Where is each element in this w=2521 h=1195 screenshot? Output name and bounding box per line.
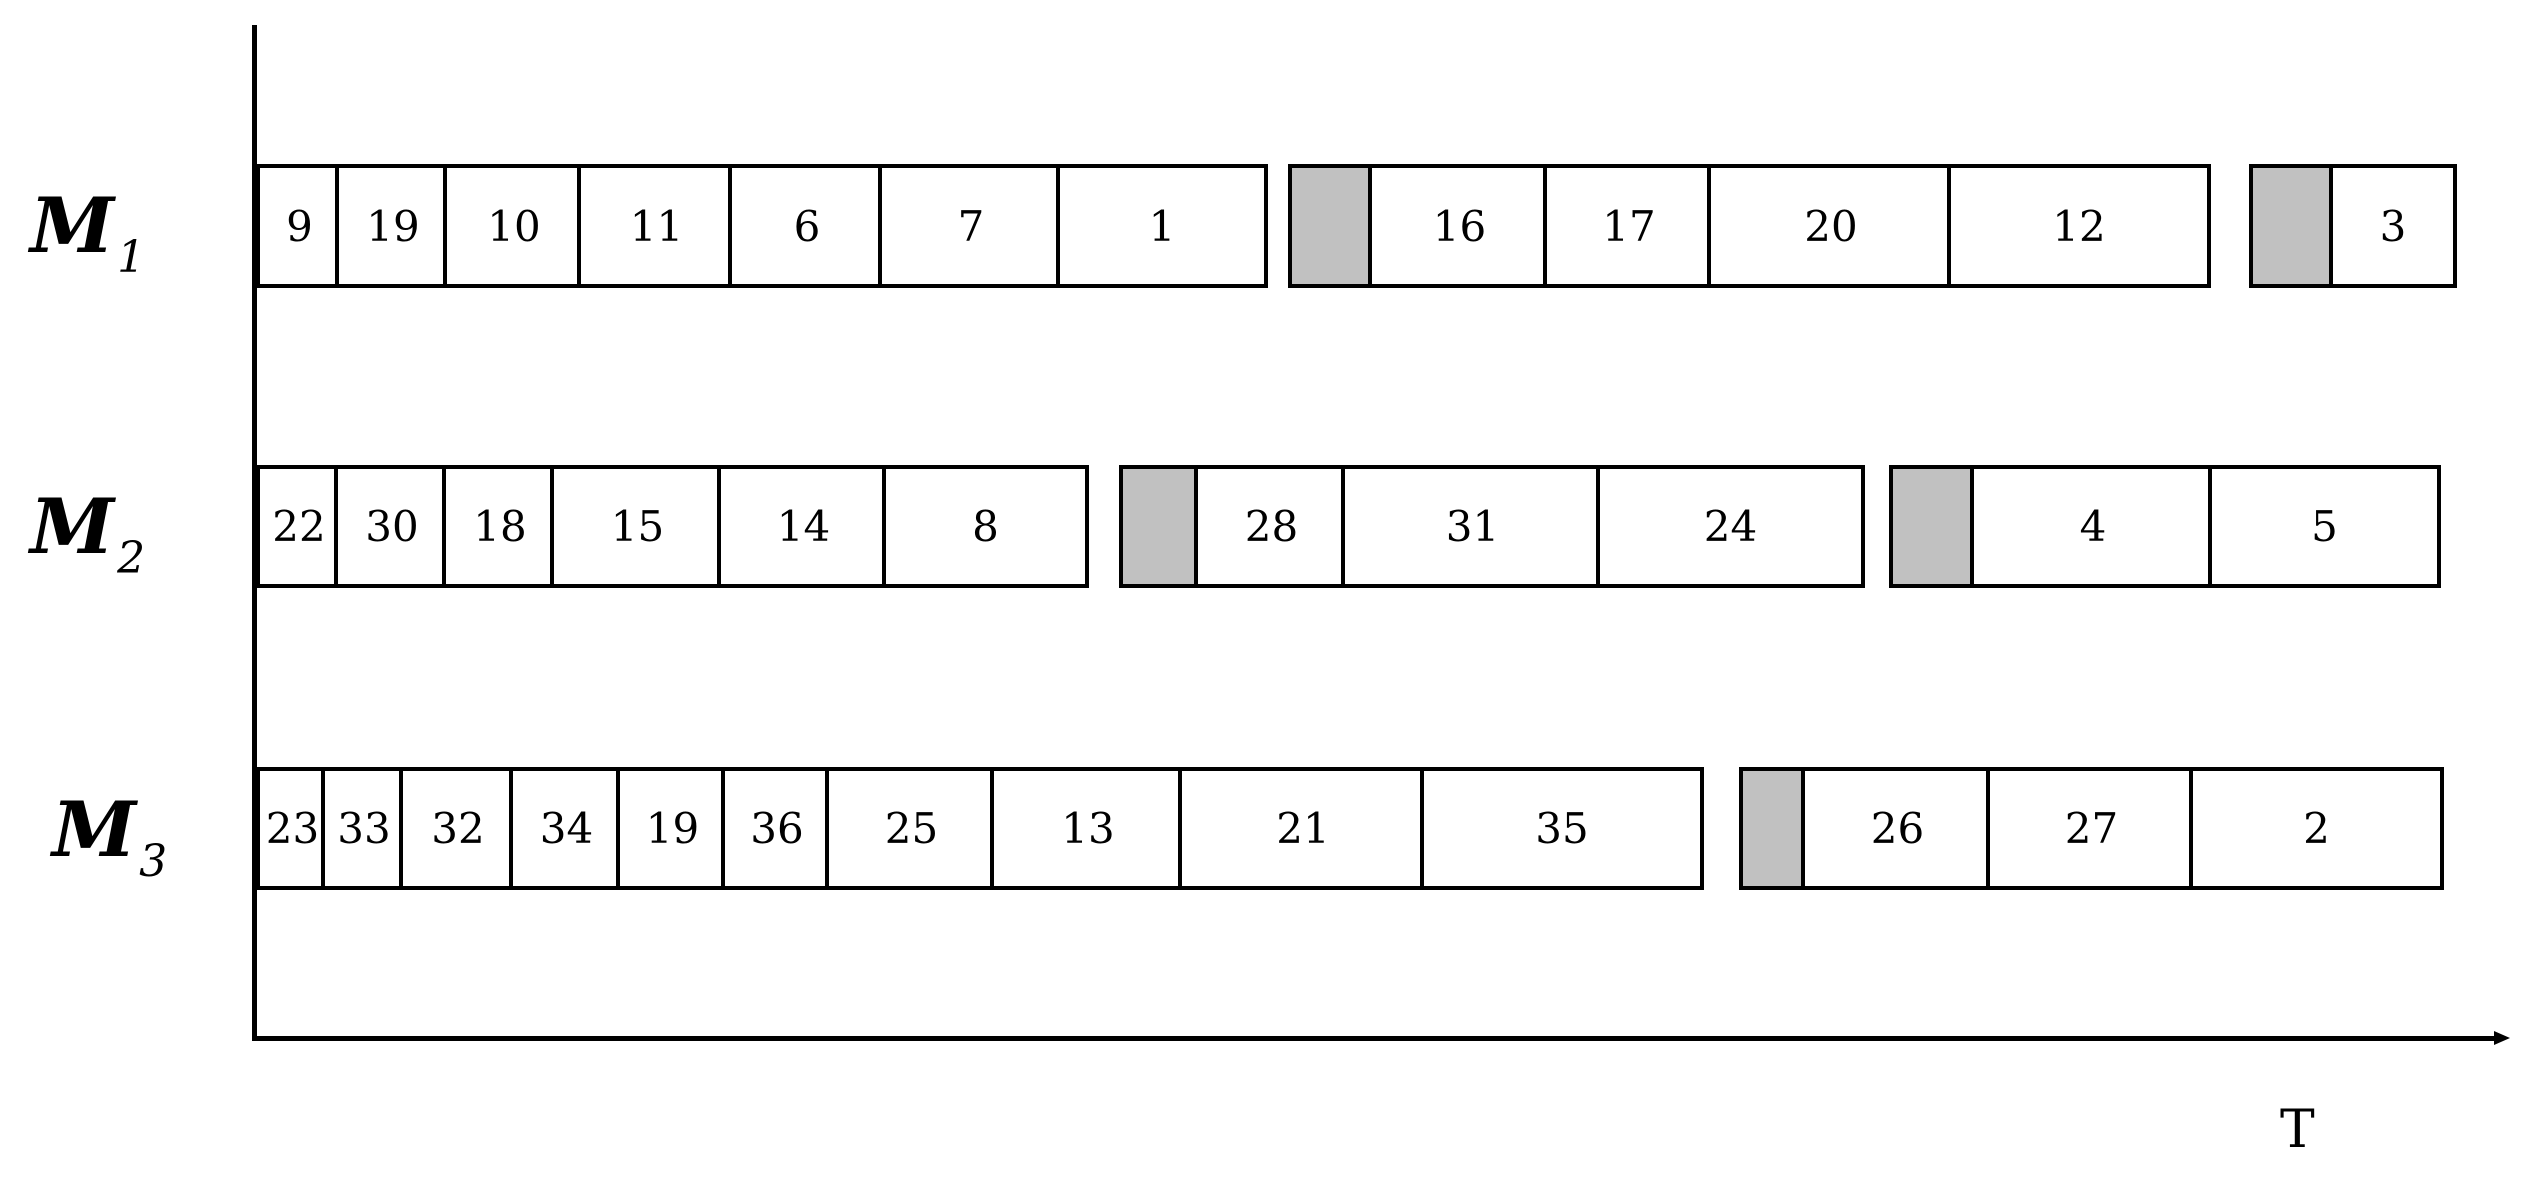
job-block-21: 21 xyxy=(1178,767,1424,890)
time-axis-label: T xyxy=(2280,1100,2315,1160)
job-block-4: 4 xyxy=(1970,465,2212,588)
job-block-34: 34 xyxy=(509,767,620,890)
idle-block xyxy=(1739,767,1805,890)
job-block-20: 20 xyxy=(1707,164,1951,288)
y-axis-line xyxy=(252,25,257,1041)
job-block-6: 6 xyxy=(728,164,882,288)
idle-block xyxy=(1889,465,1974,588)
machine-label-M1: M1 xyxy=(30,181,146,283)
job-block-7: 7 xyxy=(878,164,1060,288)
idle-block xyxy=(1119,465,1198,588)
job-block-16: 16 xyxy=(1368,164,1547,288)
job-block-35: 35 xyxy=(1420,767,1704,890)
job-block-22: 22 xyxy=(256,465,338,588)
x-axis-arrowhead-icon xyxy=(2494,1031,2510,1045)
job-block-36: 36 xyxy=(721,767,829,890)
job-block-2: 2 xyxy=(2189,767,2444,890)
job-block-19: 19 xyxy=(616,767,725,890)
job-block-17: 17 xyxy=(1543,164,1711,288)
job-block-11: 11 xyxy=(577,164,732,288)
job-block-25: 25 xyxy=(825,767,994,890)
idle-block xyxy=(2249,164,2333,288)
job-block-1: 1 xyxy=(1056,164,1268,288)
job-block-8: 8 xyxy=(882,465,1089,588)
job-block-24: 24 xyxy=(1596,465,1865,588)
job-block-26: 26 xyxy=(1801,767,1990,890)
job-block-18: 18 xyxy=(442,465,554,588)
machine-label-M2: M2 xyxy=(30,482,146,584)
job-block-13: 13 xyxy=(990,767,1182,890)
job-block-32: 32 xyxy=(399,767,513,890)
job-block-23: 23 xyxy=(256,767,325,890)
job-block-14: 14 xyxy=(717,465,886,588)
job-block-27: 27 xyxy=(1986,767,2193,890)
job-block-15: 15 xyxy=(550,465,721,588)
job-block-19: 19 xyxy=(335,164,447,288)
job-block-9: 9 xyxy=(256,164,339,288)
job-block-10: 10 xyxy=(443,164,581,288)
job-block-12: 12 xyxy=(1947,164,2211,288)
job-block-3: 3 xyxy=(2329,164,2457,288)
machine-label-M3: M3 xyxy=(52,785,168,887)
job-block-31: 31 xyxy=(1341,465,1600,588)
x-axis-line xyxy=(252,1036,2498,1041)
job-block-28: 28 xyxy=(1194,465,1345,588)
job-block-5: 5 xyxy=(2208,465,2441,588)
job-block-33: 33 xyxy=(321,767,403,890)
job-block-30: 30 xyxy=(334,465,446,588)
idle-block xyxy=(1288,164,1372,288)
